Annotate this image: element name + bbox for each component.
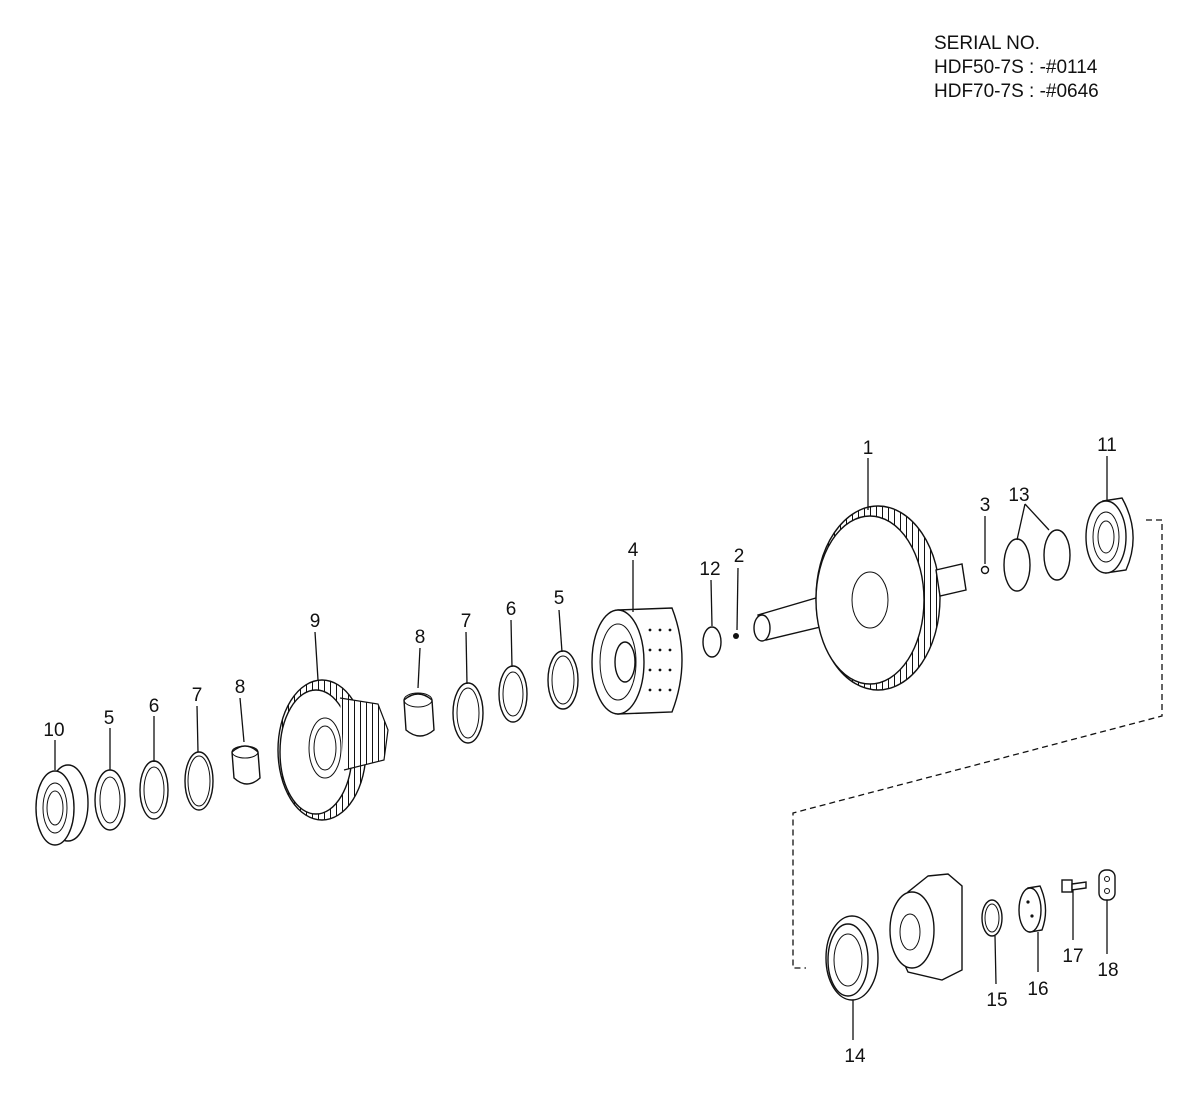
callout-17: 17	[1062, 946, 1083, 967]
callout-labels: 1 2 3 4 5 5 6 6 7 7 8 8 9 10 11 12 13 14…	[43, 435, 1118, 1067]
shim-part-6-right	[498, 665, 528, 723]
callout-3: 3	[980, 495, 991, 516]
bearing-part-11	[1085, 497, 1134, 574]
ring-part-15	[981, 899, 1003, 937]
callout-11: 11	[1097, 435, 1117, 456]
callout-13: 13	[1008, 485, 1029, 506]
callout-1: 1	[863, 438, 874, 459]
callout-14: 14	[844, 1046, 866, 1067]
callout-2: 2	[734, 546, 745, 567]
needle-bearing-part-8-left	[231, 745, 261, 785]
callout-7-left: 7	[192, 685, 203, 706]
callout-8-right: 8	[415, 627, 426, 648]
rings-part-13	[1003, 529, 1071, 592]
washer-part-7-right	[452, 682, 484, 744]
shaft-gear-part-1	[753, 505, 967, 691]
bearing-part-10	[35, 764, 89, 846]
bolt-part-17	[1061, 879, 1087, 893]
callout-16: 16	[1027, 979, 1048, 1000]
callout-6-left: 6	[149, 696, 160, 717]
callout-5-right: 5	[554, 588, 565, 609]
serial-line-hdf70: HDF70-7S : -#0646	[934, 81, 1099, 102]
leader-lines	[54, 456, 1108, 1040]
shim-part-6-left	[139, 760, 169, 820]
needle-bearing-part-8-right	[403, 692, 435, 737]
callout-5-left: 5	[104, 708, 115, 729]
disc-part-16	[1018, 885, 1047, 933]
ball-part-3	[980, 565, 990, 575]
clutch-drum-part-4	[591, 607, 683, 715]
dashed-connector-line	[792, 519, 1163, 969]
callout-8-left: 8	[235, 677, 246, 698]
washer-part-5-right	[547, 650, 579, 710]
callout-6-right: 6	[506, 599, 517, 620]
lock-plate-part-18	[1098, 869, 1116, 901]
serial-line-hdf50: HDF50-7S : -#0114	[934, 57, 1098, 78]
serial-heading: SERIAL NO.	[934, 33, 1040, 54]
callout-18: 18	[1097, 960, 1118, 981]
seal-part-14	[825, 915, 879, 1001]
callout-10: 10	[43, 720, 64, 741]
callout-7-right: 7	[461, 611, 472, 632]
ring-part-12	[702, 626, 722, 658]
callout-9: 9	[310, 611, 321, 632]
washer-part-5-left	[94, 769, 126, 831]
callout-15: 15	[986, 990, 1007, 1011]
ball-part-2	[733, 633, 739, 639]
callout-12: 12	[699, 559, 720, 580]
flange-yoke	[889, 873, 963, 981]
washer-part-7-left	[184, 751, 214, 811]
callout-4: 4	[628, 540, 639, 561]
serial-number-block: SERIAL NO. HDF50-7S : -#0114 HDF70-7S : …	[934, 32, 1099, 104]
gear-part-9	[277, 679, 389, 821]
